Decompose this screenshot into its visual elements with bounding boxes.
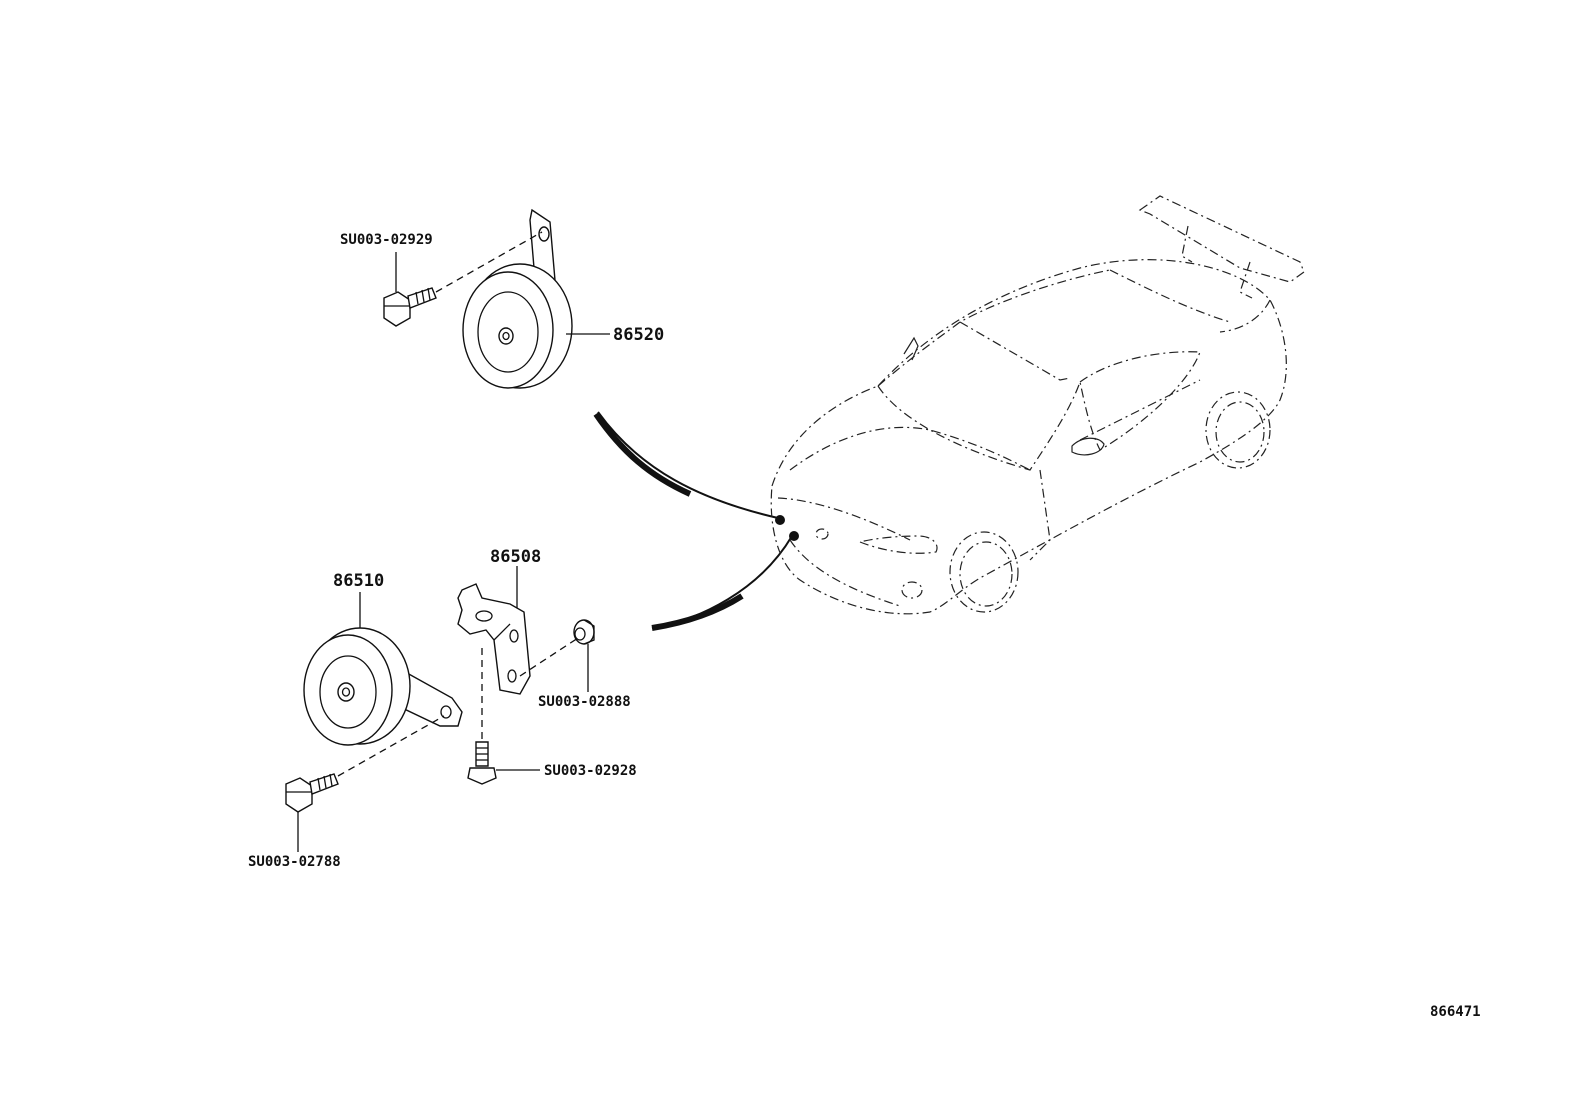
location-arrow-lower [651,535,793,629]
part-label-86510: 86510 [333,571,384,591]
vehicle-outline [770,195,1305,615]
bolt-su003-02788[interactable] [285,773,339,813]
part-label-86508: 86508 [490,547,541,567]
part-label-su003-02929: SU003-02929 [340,232,433,248]
horn-86510[interactable] [303,627,463,746]
horn-location-marker-upper [775,515,785,525]
diagram-id: 866471 [1430,1004,1481,1020]
bolt-su003-02928[interactable] [467,741,497,785]
bracket-86508[interactable] [457,583,531,695]
location-arrow-upper [597,411,779,519]
part-label-86520: 86520 [613,325,664,345]
part-label-su003-02888: SU003-02888 [538,694,631,710]
part-label-su003-02788: SU003-02788 [248,854,341,870]
part-label-su003-02928: SU003-02928 [544,763,637,779]
nut-su003-02888[interactable] [573,619,595,645]
horn-location-marker-lower [789,531,799,541]
horn-86520[interactable] [462,208,573,389]
bolt-su003-02929[interactable] [383,287,437,327]
